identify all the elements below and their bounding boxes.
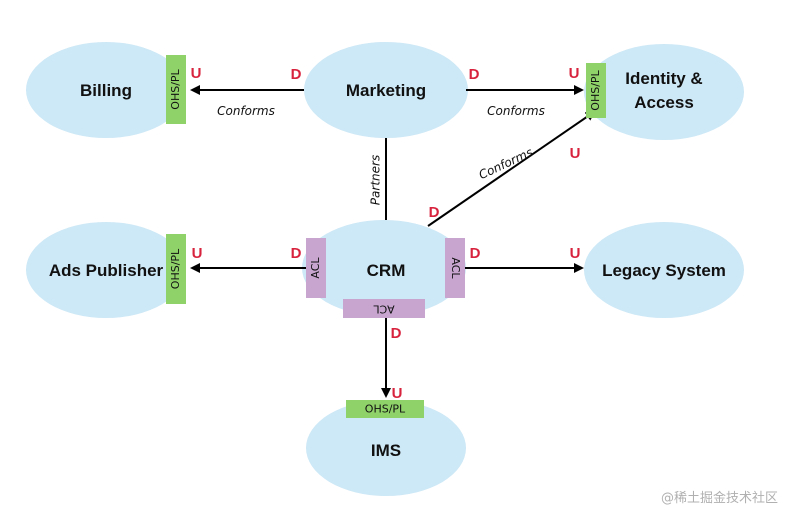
crm-acl-bottom-box xyxy=(343,299,425,318)
crm-downstream-marker-left: D xyxy=(291,245,302,262)
crm-downstream-marker-right: D xyxy=(470,245,481,262)
crm-label: CRM xyxy=(367,261,406,280)
marketing-identity-conforms-label: Conforms xyxy=(487,104,545,118)
watermark-text: @稀土掘金技术社区 xyxy=(661,490,778,506)
crm-acl-left-label: ACL xyxy=(309,257,322,279)
legacy-system-label: Legacy System xyxy=(602,261,726,280)
ims-context xyxy=(306,400,466,496)
crm-acl-right-box xyxy=(445,238,465,298)
marketing-label: Marketing xyxy=(346,81,426,100)
ads-ohs-pl-label: OHS/PL xyxy=(169,248,182,289)
billing-ohs-pl-label: OHS/PL xyxy=(169,68,182,109)
identity-access-context xyxy=(584,44,744,140)
marketing-context xyxy=(304,42,468,138)
marketing-crm-partners-label: Partners xyxy=(369,155,383,205)
ims-label: IMS xyxy=(371,441,401,460)
identity-upstream-marker-top: U xyxy=(569,65,580,82)
crm-to-identity-arrow xyxy=(427,110,596,227)
crm-acl-bottom-label: ACL xyxy=(373,303,395,316)
identity-upstream-marker-bottom: U xyxy=(570,145,581,162)
ads-upstream-marker: U xyxy=(192,245,203,262)
ims-ohs-pl-label: OHS/PL xyxy=(365,403,406,416)
ads-publisher-context xyxy=(26,222,186,318)
legacy-system-context xyxy=(584,222,744,318)
crm-context xyxy=(302,220,466,316)
ims-ohs-pl-box xyxy=(346,400,424,418)
identity-label-line1: Identity & xyxy=(625,69,702,88)
ims-upstream-marker: U xyxy=(392,385,403,402)
billing-label: Billing xyxy=(80,81,132,100)
crm-downstream-marker-top: D xyxy=(429,204,440,221)
marketing-billing-conforms-label: Conforms xyxy=(217,104,275,118)
crm-acl-right-label: ACL xyxy=(449,257,462,279)
legacy-upstream-marker: U xyxy=(570,245,581,262)
billing-ohs-pl-box xyxy=(166,55,186,124)
identity-ohs-pl-box xyxy=(586,63,606,118)
billing-context xyxy=(26,42,186,138)
crm-acl-left-box xyxy=(306,238,326,298)
marketing-downstream-marker-left: D xyxy=(291,66,302,83)
crm-identity-conforms-label: Conforms xyxy=(477,145,535,182)
identity-label-line2: Access xyxy=(634,93,694,112)
billing-upstream-marker: U xyxy=(191,65,202,82)
ads-publisher-label: Ads Publisher xyxy=(49,261,164,280)
ads-ohs-pl-box xyxy=(166,234,186,304)
crm-downstream-marker-bottom: D xyxy=(391,325,402,342)
marketing-downstream-marker-right: D xyxy=(469,66,480,83)
identity-ohs-pl-label: OHS/PL xyxy=(589,69,602,110)
